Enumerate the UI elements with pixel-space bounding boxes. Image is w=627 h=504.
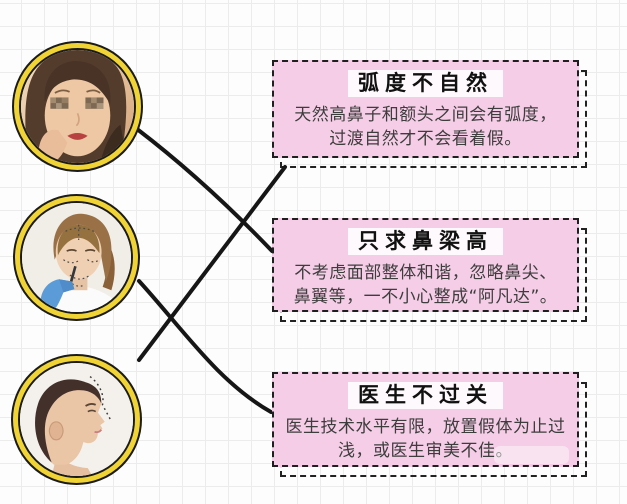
connector-line-portrait2-card3 <box>137 279 273 414</box>
card-1-body: 天然高鼻子和额头之间会有弧度， 过渡自然才不会看着假。 <box>274 103 577 151</box>
card-only-high-bridge: 只求鼻梁高 不考虑面部整体和谐，忽略鼻尖、 鼻翼等，一不小心整成“阿凡达”。 <box>272 218 579 312</box>
card-2-body-line-2: 鼻翼等，一不小心整成“阿凡达”。 <box>293 287 558 307</box>
card-1-title-text: 弧度不自然 <box>348 70 503 97</box>
card-1-body-line-2: 过渡自然才不会看着假。 <box>329 129 522 149</box>
connector-line-portrait3-card1 <box>137 165 287 362</box>
card-1-title: 弧度不自然 <box>274 70 577 98</box>
card-3-title-text: 医生不过关 <box>348 382 503 409</box>
card-2-body-line-1: 不考虑面部整体和谐，忽略鼻尖、 <box>294 263 557 283</box>
surgical-markup-photo <box>20 201 133 314</box>
lips-shape <box>67 133 88 140</box>
front-face-photo <box>19 48 136 165</box>
portrait-circle-1 <box>12 41 143 172</box>
nose-profile-dotted-line <box>89 375 112 420</box>
card-unqualified-doctor: 医生不过关 医生技术水平有限，放置假体为止过 浅，或医生审美不佳。 <box>272 372 579 467</box>
card-3-body-line-1: 医生技术水平有限，放置假体为止过 <box>285 417 566 437</box>
card-2-title-text: 只求鼻梁高 <box>348 228 503 255</box>
card-2-body: 不考虑面部整体和谐，忽略鼻尖、 鼻翼等，一不小心整成“阿凡达”。 <box>274 261 577 309</box>
surgical-markup-illustration <box>22 203 131 312</box>
face-markup-dashed-lines <box>63 224 100 287</box>
profile-face-shape <box>37 381 105 465</box>
portrait-circle-2 <box>13 194 140 321</box>
card-1-body-line-1: 天然高鼻子和额头之间会有弧度， <box>294 105 557 125</box>
card-arc-unnatural: 弧度不自然 天然高鼻子和额头之间会有弧度， 过渡自然才不会看着假。 <box>272 60 579 158</box>
hair-shape <box>35 379 102 463</box>
light-pink-patch <box>494 446 569 464</box>
connector-line-portrait1-card2 <box>135 127 274 253</box>
card-3-body-line-2: 浅，或医生审美不佳。 <box>338 441 513 461</box>
card-2-title: 只求鼻梁高 <box>274 228 577 256</box>
eye-censor-bars <box>50 97 104 109</box>
portrait-circle-3 <box>11 354 142 485</box>
front-face-illustration <box>21 50 134 163</box>
card-3-body: 医生技术水平有限，放置假体为止过 浅，或医生审美不佳。 <box>274 415 577 463</box>
profile-photo <box>18 361 135 478</box>
card-3-title: 医生不过关 <box>274 382 577 410</box>
ear-shape <box>48 421 64 441</box>
profile-illustration <box>20 363 133 476</box>
